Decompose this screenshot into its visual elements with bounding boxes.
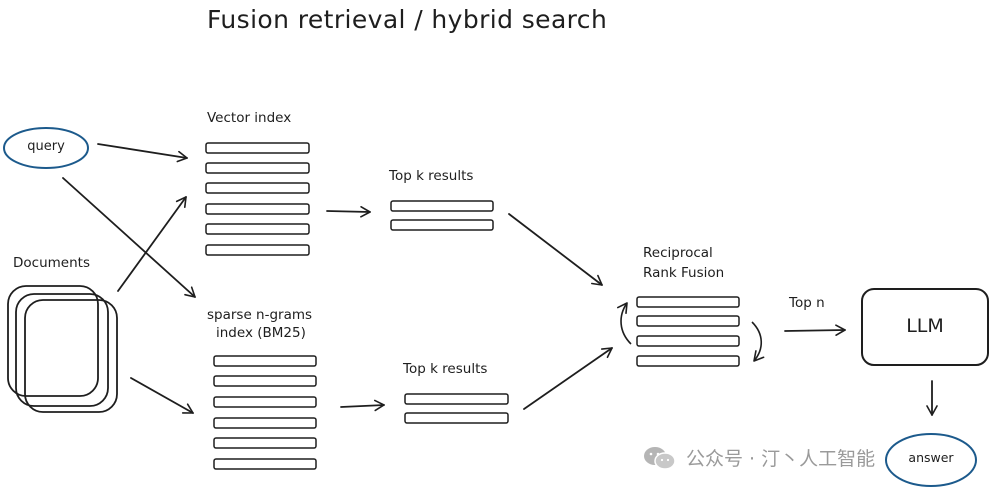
vector-index-label: Vector index	[207, 110, 292, 126]
arrow-query-to-vector-index	[97, 143, 188, 163]
arrow-query-to-sparse-index	[62, 177, 196, 298]
top-n-label: Top n	[789, 295, 825, 311]
sparse-index-label-line1: sparse n-grams	[207, 307, 313, 323]
sparse-index-rows	[213, 355, 317, 470]
vector-index-rows	[205, 142, 310, 256]
answer-ellipse	[885, 433, 977, 487]
documents-stack-icon	[7, 285, 118, 413]
top-k-upper-rows	[390, 200, 494, 231]
arrow-top-k-upper-to-rrf	[508, 213, 603, 286]
rrf-rerank-arrow-right	[751, 321, 765, 362]
answer-label: answer	[908, 450, 954, 465]
rrf-rerank-arrow-left	[616, 302, 632, 345]
top-k-lower-rows	[404, 393, 509, 424]
arrow-rrf-to-llm	[784, 324, 846, 336]
rrf-rows	[636, 296, 740, 367]
sparse-index-label-line2: index (BM25)	[216, 325, 306, 341]
arrow-top-k-lower-to-rrf	[523, 347, 613, 410]
watermark: 公众号 · 汀丶人工智能	[642, 444, 875, 471]
query-label: query	[27, 139, 65, 154]
watermark-text: 公众号 · 汀丶人工智能	[686, 448, 876, 470]
wechat-icon	[644, 446, 676, 470]
arrow-sparse-index-to-top-k	[340, 399, 385, 412]
diagram-title: Fusion retrieval / hybrid search	[207, 5, 608, 34]
rrf-label-line1: Reciprocal	[643, 245, 713, 261]
top-k-lower-label: Top k results	[403, 361, 488, 377]
query-ellipse	[3, 127, 89, 169]
rrf-label-line2: Rank Fusion	[643, 265, 725, 281]
arrow-documents-to-vector-index	[117, 196, 187, 292]
arrow-documents-to-sparse-index	[130, 377, 194, 414]
llm-box	[861, 288, 989, 366]
llm-label: LLM	[906, 315, 944, 337]
arrow-vector-index-to-top-k	[326, 205, 371, 218]
documents-label: Documents	[13, 255, 90, 271]
top-k-upper-label: Top k results	[389, 168, 474, 184]
